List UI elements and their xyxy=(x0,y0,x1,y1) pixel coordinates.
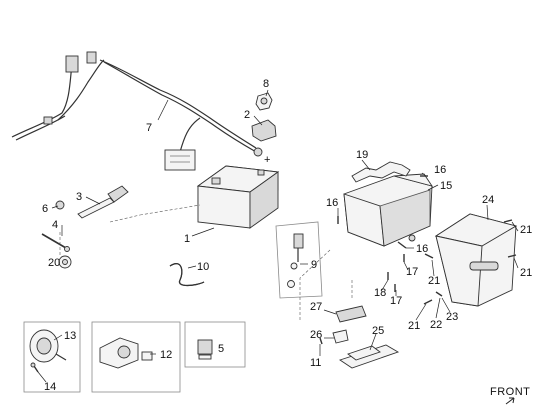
bracket-part-20 xyxy=(58,255,72,269)
callout-16a: 16 xyxy=(326,197,338,209)
relay-part-5 xyxy=(197,339,213,360)
bolt-part-14 xyxy=(30,362,39,373)
callout-21a: 21 xyxy=(520,224,532,236)
tray-bracket-part-19 xyxy=(351,161,411,183)
callout-21c: 21 xyxy=(520,267,532,279)
callout-20: 20 xyxy=(48,257,60,269)
callout-16c: 16 xyxy=(416,243,428,255)
front-arrow-icon xyxy=(505,397,515,405)
leader-lines xyxy=(37,89,519,383)
callout-10: 10 xyxy=(197,261,209,273)
callout-27: 27 xyxy=(310,301,322,313)
callout-22: 22 xyxy=(430,319,442,331)
cap-part-8 xyxy=(255,92,273,111)
callout-8: 8 xyxy=(263,78,269,90)
nut-part-6 xyxy=(55,200,65,210)
bracket-part-12 xyxy=(99,337,153,369)
callout-25: 25 xyxy=(372,325,384,337)
callout-18: 18 xyxy=(374,287,386,299)
callout-3: 3 xyxy=(76,191,82,203)
callout-19: 19 xyxy=(356,149,368,161)
battery-plus-symbol: + xyxy=(264,154,270,166)
connector-harness-left xyxy=(43,116,53,125)
clip-part-26 xyxy=(332,329,349,344)
callout-9: 9 xyxy=(311,259,317,271)
bracket-part-27 xyxy=(335,305,367,323)
hose-part-10 xyxy=(169,263,205,287)
callout-26: 26 xyxy=(310,329,322,341)
callout-17a: 17 xyxy=(406,266,418,278)
wiring-harness xyxy=(11,51,263,171)
callout-16b: 16 xyxy=(434,164,446,176)
callout-21d: 21 xyxy=(408,320,420,332)
horn-box xyxy=(23,321,81,393)
callout-1: 1 xyxy=(184,233,190,245)
callout-21b: 21 xyxy=(428,275,440,287)
callout-17b: 17 xyxy=(390,295,402,307)
callout-14: 14 xyxy=(44,381,56,393)
callout-6: 6 xyxy=(42,203,48,215)
callout-4: 4 xyxy=(52,219,58,231)
horn-part-13 xyxy=(29,329,67,363)
terminal-cover xyxy=(251,119,277,142)
plate-part-25 xyxy=(338,344,400,369)
callout-24: 24 xyxy=(482,194,494,206)
callout-15: 15 xyxy=(440,180,452,192)
connector-harness-top xyxy=(65,55,79,73)
callout-labels: 1 2 3 4 5 6 7 8 9 10 11 12 13 14 15 16 1… xyxy=(42,78,532,393)
connector-harness-top-2 xyxy=(86,51,97,64)
callout-23: 23 xyxy=(446,311,458,323)
callout-13: 13 xyxy=(64,330,76,342)
callout-11: 11 xyxy=(310,357,321,369)
callout-2: 2 xyxy=(244,109,250,121)
battery-cover xyxy=(434,213,518,307)
relay-box xyxy=(184,321,246,368)
fuse-holder-box xyxy=(275,221,323,299)
battery-tray xyxy=(343,173,434,247)
callout-12: 12 xyxy=(160,349,172,361)
bolt-part-4 xyxy=(41,233,70,252)
front-direction-label: FRONT xyxy=(490,386,530,398)
connector-block xyxy=(164,149,196,171)
battery xyxy=(196,165,280,229)
callout-7: 7 xyxy=(146,122,152,134)
screws-right xyxy=(319,175,517,345)
callout-5: 5 xyxy=(218,343,224,355)
relay-bracket-box xyxy=(91,321,181,393)
cable-terminal-part-3 xyxy=(77,185,129,219)
